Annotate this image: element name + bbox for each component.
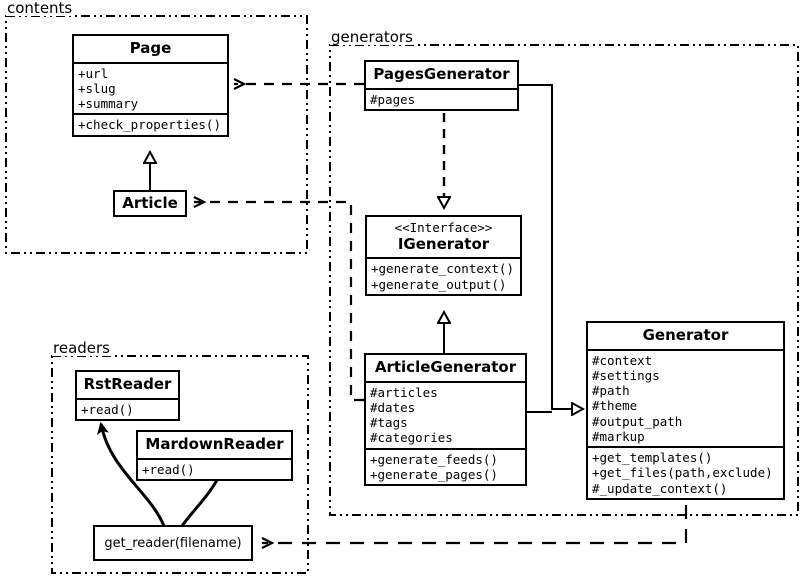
class-igenerator-stereotype: <<Interface>> — [394, 220, 493, 235]
class-article[interactable]: Article — [113, 190, 187, 217]
class-igenerator[interactable]: <<Interface>> IGenerator +generate_conte… — [365, 215, 522, 296]
generators-package-border — [329, 44, 799, 516]
readers-package-border — [51, 355, 309, 574]
class-mardown-reader[interactable]: MardownReader +read() — [136, 430, 293, 481]
method: +generate_context() — [371, 261, 514, 277]
contents-package-label: contents — [6, 0, 74, 17]
attribute: #path — [592, 383, 630, 398]
class-igenerator-name: IGenerator — [397, 234, 490, 253]
class-article-generator-title: ArticleGenerator — [374, 358, 517, 376]
generators-package-label: generators — [330, 28, 414, 46]
class-generator-methods: +get_templates() +get_files(path,exclude… — [588, 446, 783, 498]
attribute: #context — [592, 352, 653, 368]
attribute: #categories — [370, 430, 453, 446]
attribute: #output_path — [592, 413, 683, 429]
class-rst-reader[interactable]: RstReader +read() — [75, 370, 180, 421]
class-page[interactable]: Page +url +slug +summary +check_properti… — [72, 34, 229, 137]
readers-package-label: readers — [52, 339, 111, 357]
class-mardown-reader-title: MardownReader — [145, 435, 284, 453]
attribute: +summary — [78, 96, 139, 111]
attribute: +url — [78, 65, 109, 81]
attribute: #dates — [370, 399, 416, 415]
class-generator-attributes: #context #settings #path #theme #output_… — [588, 348, 783, 447]
class-rst-reader-title: RstReader — [83, 375, 172, 393]
attribute: #pages — [370, 91, 416, 107]
method: +get_templates() — [592, 450, 713, 465]
method: +read() — [142, 461, 195, 477]
class-pages-generator[interactable]: PagesGenerator #pages — [364, 60, 519, 111]
attribute: +slug — [78, 80, 116, 96]
class-page-methods: +check_properties() — [74, 113, 227, 134]
class-page-title: Page — [129, 39, 172, 57]
class-article-generator-attributes: #articles #dates #tags #categories — [366, 380, 525, 448]
class-article-title: Article — [122, 194, 178, 212]
method: +check_properties() — [78, 117, 221, 133]
class-article-generator[interactable]: ArticleGenerator #articles #dates #tags … — [364, 353, 527, 486]
method: #_update_context() — [592, 480, 728, 496]
articlegenerator-depends-article-connector — [194, 202, 364, 402]
class-generator[interactable]: Generator #context #settings #path #them… — [586, 321, 785, 500]
class-article-generator-methods: +generate_feeds() +generate_pages() — [366, 447, 525, 485]
contents-package-border — [5, 15, 308, 254]
class-pages-generator-title: PagesGenerator — [373, 65, 510, 83]
method: +generate_feeds() — [370, 451, 498, 467]
class-pages-generator-attributes: #pages — [366, 87, 517, 109]
class-page-attributes: +url +slug +summary — [74, 61, 227, 114]
class-mardown-reader-methods: +read() — [138, 457, 291, 479]
class-igenerator-methods: +generate_context() +generate_output() — [367, 257, 520, 294]
function-get-reader[interactable]: get_reader(filename) — [93, 525, 253, 561]
attribute: #settings — [592, 367, 660, 383]
method: +generate_pages() — [370, 466, 498, 482]
method: +generate_output() — [371, 276, 507, 292]
attribute: #theme — [592, 398, 638, 414]
attribute: #articles — [370, 384, 438, 400]
generators-inherit-generator-connector — [519, 84, 583, 412]
class-generator-title: Generator — [642, 326, 729, 344]
class-rst-reader-methods: +read() — [77, 397, 178, 419]
class-igenerator-title: <<Interface>> IGenerator — [367, 217, 520, 257]
attribute: #tags — [370, 415, 408, 430]
generator-depends-get-reader-connector — [262, 505, 688, 543]
method: +read() — [81, 401, 134, 417]
attribute: #markup — [592, 428, 645, 444]
method: +get_files(path,exclude) — [592, 465, 773, 481]
get-reader-creates-rstreader-connector — [101, 424, 166, 527]
